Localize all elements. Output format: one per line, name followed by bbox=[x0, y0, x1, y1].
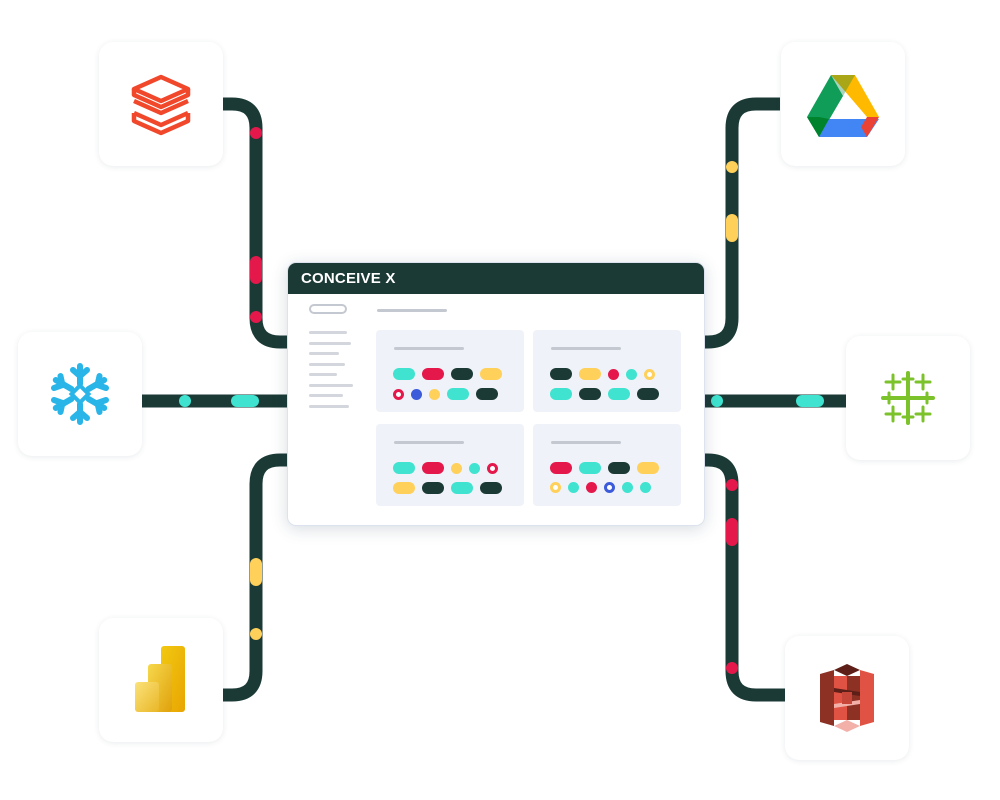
snowflake-tile[interactable] bbox=[18, 332, 142, 456]
chip-row bbox=[393, 388, 514, 400]
track-dot bbox=[726, 479, 738, 491]
sidebar-item[interactable] bbox=[309, 404, 349, 408]
status-dot bbox=[411, 388, 422, 400]
tag-chip bbox=[550, 388, 572, 400]
status-dot bbox=[622, 482, 633, 493]
track-dot bbox=[250, 256, 262, 284]
tag-chip bbox=[422, 368, 444, 380]
status-dot bbox=[469, 462, 480, 474]
tag-chip bbox=[422, 462, 444, 474]
tag-chip bbox=[480, 368, 502, 380]
dashboard-card[interactable] bbox=[376, 424, 524, 506]
sidebar-logo-placeholder bbox=[309, 304, 347, 314]
tag-chip bbox=[637, 388, 659, 400]
tag-chip bbox=[579, 368, 601, 380]
sidebar-item[interactable] bbox=[309, 394, 343, 397]
snowflake-icon bbox=[51, 363, 109, 425]
tag-chip bbox=[480, 482, 502, 494]
databricks-icon bbox=[131, 74, 191, 136]
amazon-s3-icon bbox=[820, 664, 874, 732]
status-ring bbox=[393, 388, 404, 400]
chip-row bbox=[393, 482, 514, 494]
track-amazon-s3 bbox=[700, 453, 785, 702]
tableau-tile[interactable] bbox=[846, 336, 970, 460]
status-dot bbox=[429, 388, 440, 400]
track-dot bbox=[179, 395, 191, 407]
tag-chip bbox=[579, 462, 601, 474]
sidebar-item[interactable] bbox=[309, 362, 345, 366]
tableau-icon bbox=[881, 371, 935, 425]
card-title-placeholder bbox=[394, 347, 464, 350]
status-dot bbox=[640, 482, 651, 493]
conceive-x-window[interactable]: CONCEIVE X bbox=[287, 262, 705, 526]
status-dot bbox=[451, 462, 462, 474]
tag-chip bbox=[393, 462, 415, 474]
sidebar-item[interactable] bbox=[309, 373, 337, 376]
powerbi-tile[interactable] bbox=[99, 618, 223, 742]
tag-chip bbox=[393, 368, 415, 380]
sidebar-item[interactable] bbox=[309, 331, 347, 334]
track-google-drive bbox=[700, 97, 780, 349]
tag-chip bbox=[393, 482, 415, 494]
google-drive-icon bbox=[807, 75, 879, 137]
tag-chip bbox=[637, 462, 659, 474]
track-dot bbox=[711, 395, 723, 407]
sidebar-item[interactable] bbox=[309, 383, 353, 387]
tag-chip bbox=[451, 482, 473, 494]
window-titlebar: CONCEIVE X bbox=[288, 263, 704, 294]
databricks-tile[interactable] bbox=[99, 42, 223, 166]
chip-row bbox=[393, 368, 514, 380]
track-dot bbox=[250, 311, 262, 323]
track-dot bbox=[726, 518, 738, 546]
track-dot bbox=[726, 214, 738, 242]
card-title-placeholder bbox=[394, 441, 464, 444]
track-dot bbox=[250, 127, 262, 139]
card-title-placeholder bbox=[551, 441, 621, 444]
sidebar-item[interactable] bbox=[309, 341, 351, 345]
tag-chip bbox=[476, 388, 498, 400]
status-dot bbox=[568, 482, 579, 493]
dashboard-card[interactable] bbox=[533, 330, 681, 412]
status-ring bbox=[550, 482, 561, 493]
status-dot bbox=[608, 368, 619, 380]
chip-row bbox=[393, 462, 514, 474]
track-dot bbox=[726, 662, 738, 674]
track-dot bbox=[796, 395, 824, 407]
status-ring bbox=[487, 462, 498, 474]
tag-chip bbox=[608, 462, 630, 474]
tag-chip bbox=[608, 388, 630, 400]
chip-row bbox=[550, 462, 671, 474]
powerbi-icon bbox=[135, 646, 185, 712]
dashboard-card[interactable] bbox=[533, 424, 681, 506]
status-ring bbox=[604, 482, 615, 493]
status-dot bbox=[626, 368, 637, 380]
track-dot bbox=[250, 628, 262, 640]
card-title-placeholder bbox=[551, 347, 621, 350]
tag-chip bbox=[422, 482, 444, 494]
track-dot bbox=[250, 558, 262, 586]
chip-row bbox=[550, 388, 671, 400]
tag-chip bbox=[550, 368, 572, 380]
track-dot bbox=[726, 161, 738, 173]
google-drive-tile[interactable] bbox=[781, 42, 905, 166]
app-title: CONCEIVE X bbox=[301, 270, 396, 287]
tag-chip bbox=[579, 388, 601, 400]
window-body bbox=[288, 294, 704, 525]
tag-chip bbox=[451, 368, 473, 380]
amazon-s3-tile[interactable] bbox=[785, 636, 909, 760]
dashboard-card[interactable] bbox=[376, 330, 524, 412]
header-placeholder bbox=[377, 309, 447, 312]
tag-chip bbox=[550, 462, 572, 474]
status-dot bbox=[586, 482, 597, 493]
sidebar-item[interactable] bbox=[309, 352, 339, 355]
track-databricks bbox=[222, 97, 290, 349]
tag-chip bbox=[447, 388, 469, 400]
chip-row bbox=[550, 368, 671, 380]
track-dot bbox=[231, 395, 259, 407]
chip-row bbox=[550, 482, 671, 493]
status-ring bbox=[644, 368, 655, 380]
